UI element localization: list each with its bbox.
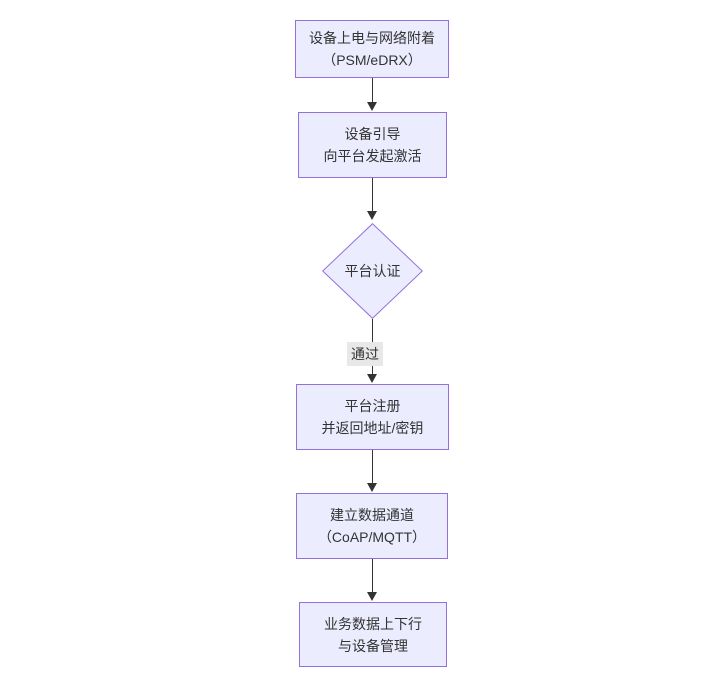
diamond-shape [322,223,423,319]
node-bootstrap-line1: 设备引导 [344,126,401,142]
arrowhead-icon [367,211,377,220]
node-data-channel-line2: （CoAP/MQTT） [317,529,427,545]
connector-line [372,559,373,593]
connector-line [372,178,373,212]
arrowhead-icon [367,374,377,383]
decision-platform-auth-label: 平台认证 [344,263,401,279]
node-bootstrap: 设备引导 向平台发起激活 [298,112,447,178]
arrowhead-icon [367,592,377,601]
node-data-channel: 建立数据通道 （CoAP/MQTT） [296,493,448,559]
node-data-channel-line1: 建立数据通道 [330,507,414,523]
node-power-attach-line1: 设备上电与网络附着 [309,30,435,46]
edge-label-pass: 通过 [347,342,383,366]
arrowhead-icon [367,483,377,492]
node-bootstrap-line2: 向平台发起激活 [323,148,422,164]
node-business-data: 业务数据上下行 与设备管理 [299,602,447,667]
node-platform-register-line2: 并返回地址/密钥 [321,420,424,436]
node-business-data-line1: 业务数据上下行 [324,615,422,632]
connector-line [372,78,373,103]
node-power-attach: 设备上电与网络附着 （PSM/eDRX） [295,20,449,78]
arrowhead-icon [367,102,377,111]
node-business-data-line2: 与设备管理 [338,637,408,654]
node-platform-register-line1: 平台注册 [344,398,401,414]
node-power-attach-line2: （PSM/eDRX） [322,52,422,68]
node-platform-register: 平台注册 并返回地址/密钥 [296,384,449,450]
decision-platform-auth: 平台认证 [322,223,423,319]
connector-line [372,450,373,484]
